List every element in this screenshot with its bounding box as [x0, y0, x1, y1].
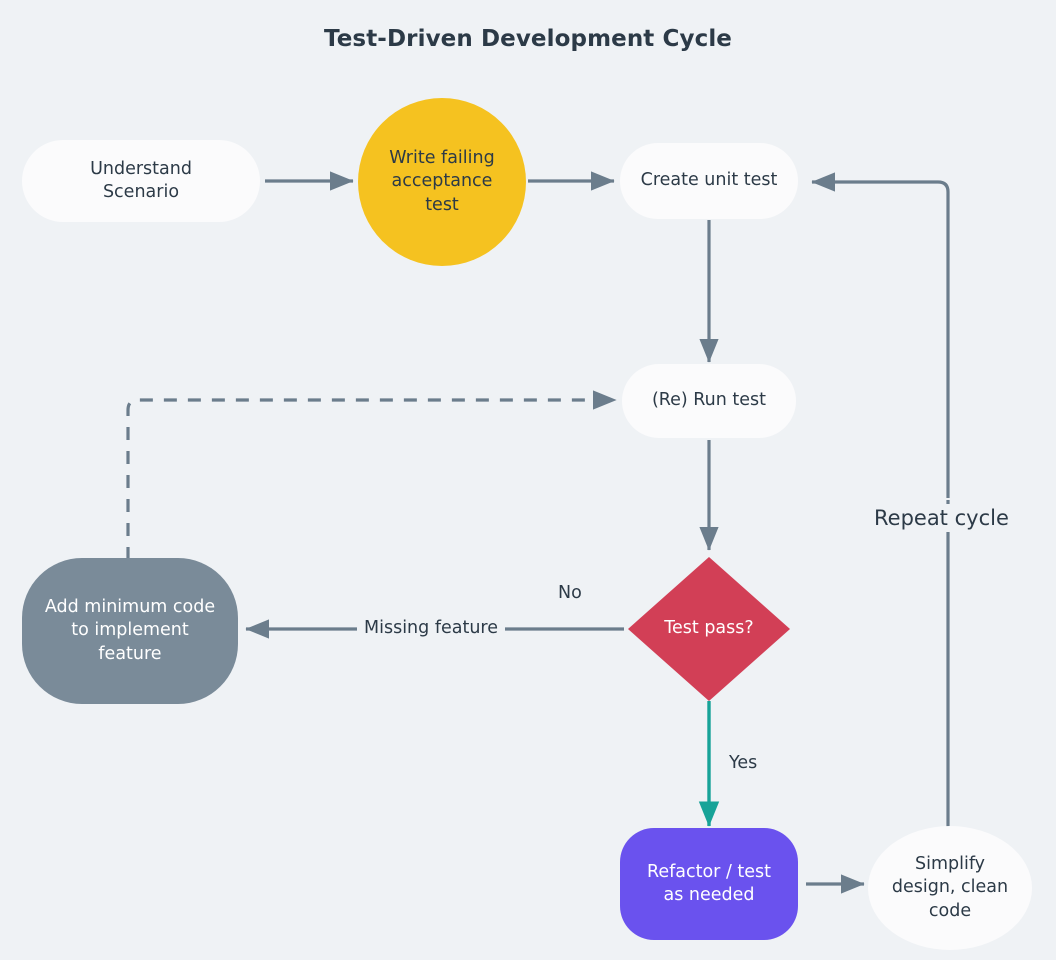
page-title: Test-Driven Development Cycle — [323, 26, 733, 52]
decision-diamond-test-pass[interactable] — [628, 557, 790, 701]
node-label: Refactor / test as needed — [646, 861, 772, 905]
edge-label-yes: Yes — [729, 753, 758, 773]
edge-label-missing-feature: Missing feature — [357, 618, 506, 638]
node-understand-scenario[interactable]: Understand Scenario — [22, 140, 260, 222]
node-label: Simplify design, clean code — [891, 854, 1009, 921]
edge-add-code-to-rerun-dashed — [126, 390, 617, 560]
node-simplify-design[interactable]: Simplify design, clean code — [868, 826, 1032, 950]
edge-label-repeat-cycle: Repeat cycle — [864, 504, 1019, 532]
node-refactor-test[interactable]: Refactor / test as needed — [620, 828, 798, 940]
node-label: Create unit test — [640, 170, 778, 191]
node-label: Test pass? — [664, 618, 754, 639]
node-test-pass-label[interactable]: Test pass? — [628, 601, 790, 657]
node-label: Understand Scenario — [90, 158, 192, 202]
node-label: Write failing acceptance test — [389, 148, 495, 215]
edge-repeat-cycle-lower — [811, 172, 950, 498]
node-rerun-test[interactable]: (Re) Run test — [622, 364, 796, 438]
node-write-failing-acceptance-test[interactable]: Write failing acceptance test — [358, 98, 526, 266]
node-label: Add minimum code to implement feature — [44, 597, 216, 664]
node-label: (Re) Run test — [651, 390, 767, 411]
node-add-minimum-code[interactable]: Add minimum code to implement feature — [22, 558, 238, 704]
edge-label-no: No — [558, 583, 582, 603]
node-create-unit-test[interactable]: Create unit test — [620, 143, 798, 219]
